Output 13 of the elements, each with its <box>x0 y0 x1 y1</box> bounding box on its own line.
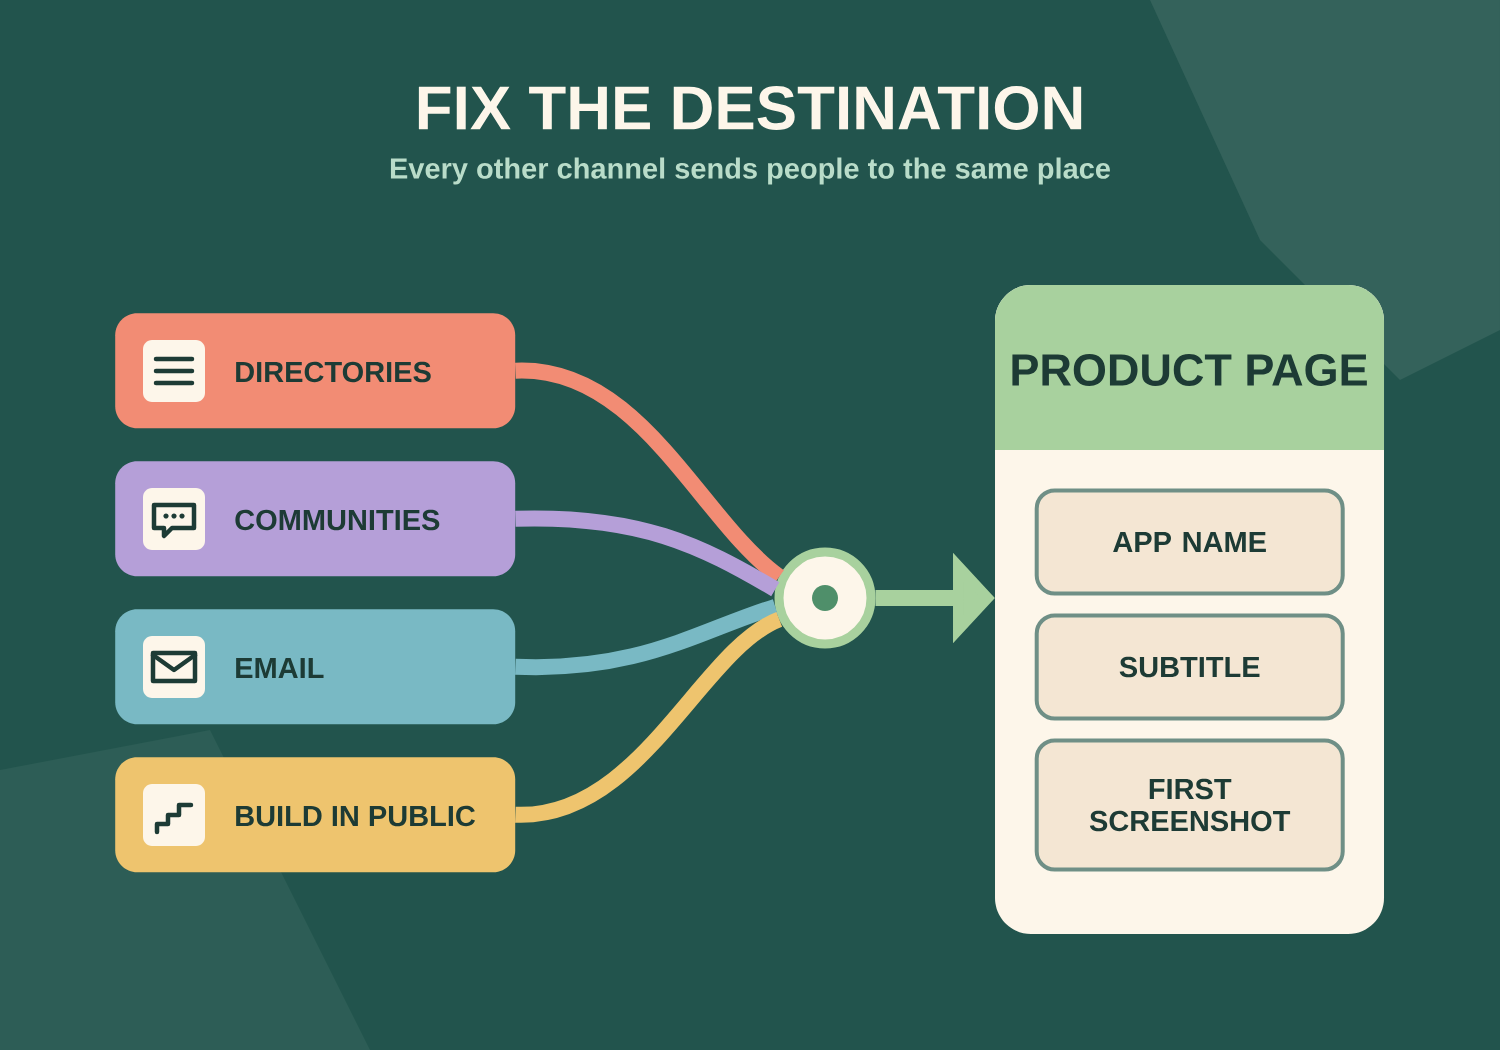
channel-box: EMAIL <box>115 609 516 725</box>
channel-box: BUILD IN PUBLIC <box>115 757 516 873</box>
connector-curve <box>515 510 780 597</box>
channel-box: COMMUNITIES <box>115 461 516 577</box>
connector-curve <box>515 599 778 676</box>
connector-curve <box>514 612 783 823</box>
field-box: SUBTITLE <box>1034 613 1345 721</box>
title: FIX THE DESTINATION <box>418 86 1082 130</box>
subtitle: Every other channel sends people to the same place <box>390 157 1110 185</box>
field-box: FIRST SCREENSHOT <box>1034 738 1345 872</box>
channel-box: DIRECTORIES <box>115 313 516 429</box>
field-box: APP NAME <box>1034 488 1345 596</box>
connector-curve <box>514 362 785 583</box>
